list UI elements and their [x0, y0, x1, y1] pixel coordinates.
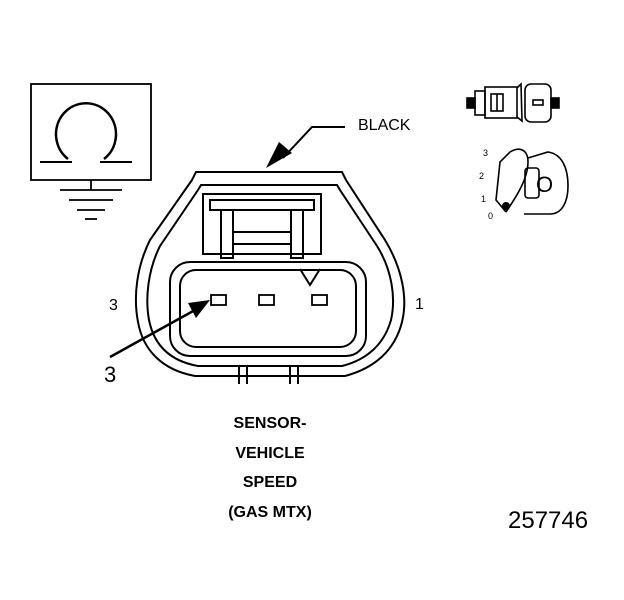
pin-cavity-1 [311, 294, 328, 306]
connector-housing [134, 171, 406, 384]
color-leader [266, 126, 345, 168]
ground-icon [60, 189, 122, 220]
callout-arrow [109, 300, 210, 359]
polarizing-key [299, 268, 321, 287]
component-title-line-3: SPEED [242, 474, 298, 491]
rotary-position-icon [495, 148, 569, 215]
pin-left-number: 3 [109, 297, 118, 314]
connector-color-label: BLACK [358, 117, 411, 134]
sensor-symbol [30, 83, 152, 220]
scale-mark-1: 1 [481, 194, 487, 204]
callout-number: 3 [104, 362, 117, 387]
scale-mark-2: 2 [479, 171, 485, 181]
figure-number: 257746 [508, 507, 589, 534]
omega-glyph [54, 101, 118, 160]
mating-connector-icon [466, 82, 560, 123]
scale-mark-3: 3 [483, 148, 489, 158]
component-title-line-2: VEHICLE [235, 445, 305, 462]
pin-cavity-3 [210, 294, 227, 306]
component-title-line-1: SENSOR- [233, 415, 307, 432]
scale-mark-0: 0 [488, 211, 494, 221]
pin-right-number: 1 [415, 296, 424, 313]
pin-cavity-2 [258, 294, 275, 306]
latch [202, 193, 322, 255]
symbol-box [30, 83, 152, 181]
symbol-glyph: O [536, 172, 554, 197]
component-title-line-4: (GAS MTX) [228, 504, 312, 521]
